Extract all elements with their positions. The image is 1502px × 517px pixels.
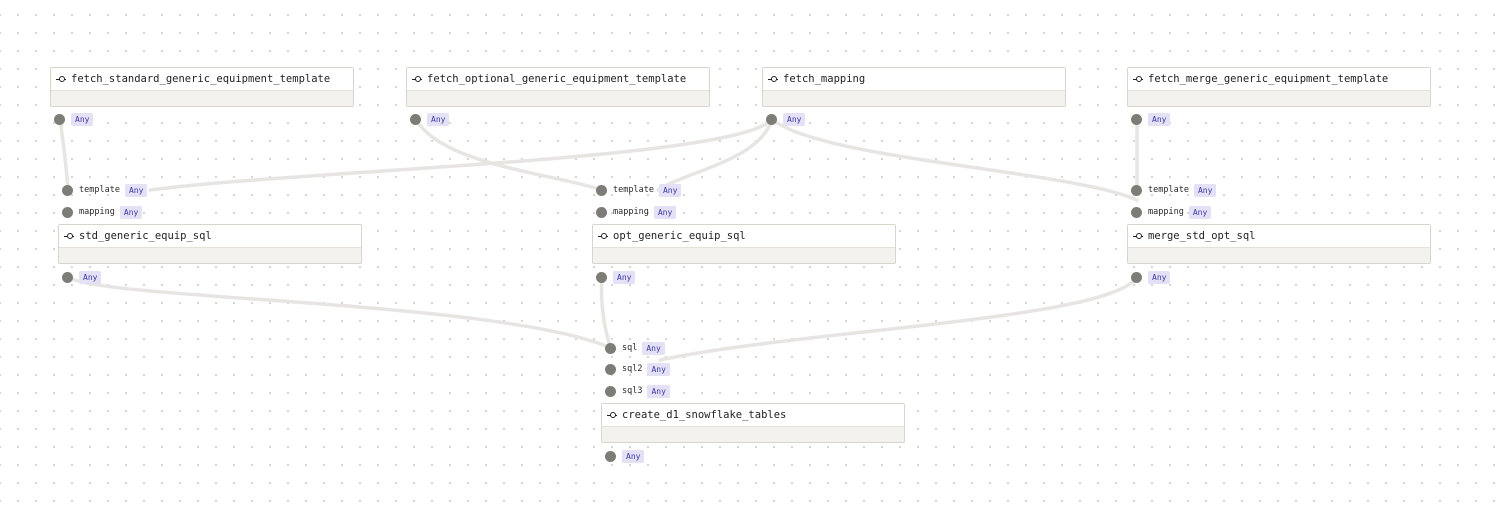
- type-badge: Any: [1148, 270, 1171, 284]
- input-port-mapping[interactable]: mapping Any: [1131, 205, 1212, 219]
- type-badge: Any: [1193, 183, 1217, 197]
- edge-fetch-standard-to-std-template: [58, 117, 70, 192]
- node-title: fetch_optional_generic_equipment_templat…: [427, 73, 687, 85]
- port-label: mapping: [79, 207, 115, 217]
- edge-std-output-to-create-sql: [66, 275, 613, 350]
- node-title: fetch_standard_generic_equipment_templat…: [71, 73, 331, 85]
- op-icon: [56, 75, 66, 83]
- port-label: template: [1148, 185, 1189, 195]
- type-badge: Any: [653, 205, 677, 219]
- port-dot[interactable]: [605, 363, 616, 375]
- port-dot[interactable]: [54, 113, 65, 125]
- port-dot[interactable]: [1131, 271, 1142, 283]
- type-badge: Any: [613, 270, 636, 284]
- type-badge: Any: [119, 205, 143, 219]
- type-badge: Any: [427, 112, 450, 126]
- port-label: sql3: [622, 386, 643, 396]
- port-dot[interactable]: [1131, 113, 1142, 125]
- node-fetch-standard-generic-equipment-template[interactable]: fetch_standard_generic_equipment_templat…: [50, 67, 354, 107]
- input-port-sql3[interactable]: sql3 Any: [605, 384, 670, 398]
- input-port-sql[interactable]: sql Any: [605, 341, 665, 355]
- op-icon: [607, 411, 617, 419]
- port-label: mapping: [1148, 207, 1184, 217]
- edge-fetch-mapping-to-opt-template: [656, 117, 774, 192]
- op-icon: [768, 75, 778, 83]
- type-badge: Any: [124, 183, 148, 197]
- input-port-sql2[interactable]: sql2 Any: [605, 362, 670, 376]
- port-label: sql2: [622, 364, 643, 374]
- input-port-template[interactable]: template Any: [62, 183, 148, 197]
- port-dot[interactable]: [605, 342, 616, 354]
- node-create-d1-snowflake-tables[interactable]: create_d1_snowflake_tables: [601, 403, 905, 443]
- output-port[interactable]: Any: [766, 112, 806, 126]
- node-merge-std-opt-sql[interactable]: merge_std_opt_sql: [1127, 224, 1431, 264]
- node-title: opt_generic_equip_sql: [613, 230, 746, 242]
- op-icon: [412, 75, 422, 83]
- port-dot[interactable]: [766, 113, 777, 125]
- port-dot[interactable]: [1131, 206, 1142, 218]
- input-port-template[interactable]: template Any: [596, 183, 682, 197]
- port-dot[interactable]: [1131, 184, 1142, 196]
- port-dot[interactable]: [596, 271, 607, 283]
- output-port[interactable]: Any: [1131, 112, 1171, 126]
- output-port[interactable]: Any: [1131, 270, 1171, 284]
- port-dot[interactable]: [62, 206, 73, 218]
- node-title: merge_std_opt_sql: [1148, 230, 1256, 242]
- node-fetch-mapping[interactable]: fetch_mapping: [762, 67, 1066, 107]
- op-icon: [598, 232, 608, 240]
- edge-fetch-optional-to-opt-template: [414, 117, 604, 192]
- port-label: template: [79, 185, 120, 195]
- type-badge: Any: [647, 384, 670, 398]
- type-badge: Any: [79, 270, 102, 284]
- node-title: create_d1_snowflake_tables: [622, 409, 787, 421]
- output-port[interactable]: Any: [596, 270, 636, 284]
- port-dot[interactable]: [410, 113, 421, 125]
- port-dot[interactable]: [62, 271, 73, 283]
- port-dot[interactable]: [62, 184, 73, 196]
- output-port[interactable]: Any: [54, 112, 94, 126]
- node-opt-generic-equip-sql[interactable]: opt_generic_equip_sql: [592, 224, 896, 264]
- port-label: template: [613, 185, 654, 195]
- input-port-mapping[interactable]: mapping Any: [596, 205, 677, 219]
- edge-opt-output-to-create-sql: [599, 275, 613, 350]
- op-icon: [1133, 232, 1143, 240]
- port-dot[interactable]: [605, 385, 616, 397]
- node-fetch-optional-generic-equipment-template[interactable]: fetch_optional_generic_equipment_templat…: [406, 67, 710, 107]
- node-title: fetch_mapping: [783, 73, 866, 85]
- port-label: mapping: [613, 207, 649, 217]
- output-port[interactable]: Any: [62, 270, 102, 284]
- port-dot[interactable]: [596, 206, 607, 218]
- output-port[interactable]: Any: [605, 449, 645, 463]
- node-fetch-merge-generic-equipment-template[interactable]: fetch_merge_generic_equipment_template: [1127, 67, 1431, 107]
- type-badge: Any: [783, 112, 806, 126]
- node-title: fetch_merge_generic_equipment_template: [1148, 73, 1389, 85]
- type-badge: Any: [647, 362, 670, 376]
- type-badge: Any: [658, 183, 682, 197]
- node-title: std_generic_equip_sql: [79, 230, 212, 242]
- edge-merge-output-to-create-sql: [658, 275, 1139, 362]
- type-badge: Any: [622, 449, 645, 463]
- edge-fetch-mapping-to-merge-template: [770, 117, 1139, 202]
- op-icon: [64, 232, 74, 240]
- input-port-template[interactable]: template Any: [1131, 183, 1217, 197]
- type-badge: Any: [1148, 112, 1171, 126]
- output-port[interactable]: Any: [410, 112, 450, 126]
- type-badge: Any: [642, 341, 665, 355]
- node-std-generic-equip-sql[interactable]: std_generic_equip_sql: [58, 224, 362, 264]
- edge-fetch-mapping-to-std-template: [148, 117, 774, 192]
- input-port-mapping[interactable]: mapping Any: [62, 205, 143, 219]
- port-dot[interactable]: [605, 450, 616, 462]
- type-badge: Any: [1188, 205, 1212, 219]
- op-icon: [1133, 75, 1143, 83]
- type-badge: Any: [71, 112, 94, 126]
- port-dot[interactable]: [596, 184, 607, 196]
- port-label: sql: [622, 343, 638, 353]
